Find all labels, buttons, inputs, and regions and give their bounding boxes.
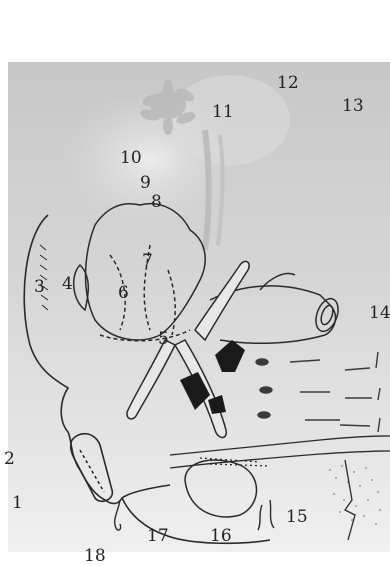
label-3: 3 xyxy=(34,277,45,297)
label-13: 13 xyxy=(342,96,364,116)
label-5: 5 xyxy=(158,329,169,349)
label-15: 15 xyxy=(286,507,308,527)
label-12: 12 xyxy=(277,73,299,93)
label-10: 10 xyxy=(120,148,142,168)
label-6: 6 xyxy=(118,283,129,303)
label-4: 4 xyxy=(62,274,73,294)
label-17: 17 xyxy=(147,526,169,546)
label-18: 18 xyxy=(84,546,106,566)
label-16: 16 xyxy=(210,526,232,546)
label-14: 14 xyxy=(369,303,390,323)
label-1: 1 xyxy=(12,493,23,513)
label-8: 8 xyxy=(151,192,162,212)
label-9: 9 xyxy=(140,173,151,193)
label-11: 11 xyxy=(212,102,234,122)
label-2: 2 xyxy=(4,449,15,469)
label-7: 7 xyxy=(142,251,153,271)
